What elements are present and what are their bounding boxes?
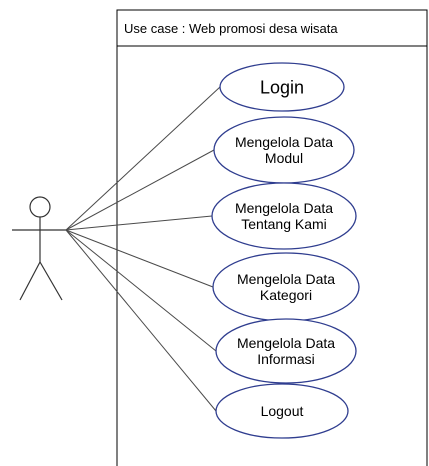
use-case-ellipse bbox=[215, 318, 357, 384]
use-case-label: Mengelola Data bbox=[235, 200, 333, 216]
association-line-login bbox=[65, 86, 221, 231]
actor bbox=[12, 196, 66, 301]
use-case-label: Informasi bbox=[257, 351, 315, 367]
association-line-logout bbox=[65, 229, 217, 412]
actor-left-leg bbox=[19, 261, 41, 301]
associations bbox=[65, 86, 221, 412]
system-boundary-title: Use case : Web promosi desa wisata bbox=[124, 21, 338, 36]
actor-right-leg bbox=[39, 261, 63, 301]
association-line-mengelola-data-tentang-kami bbox=[65, 215, 213, 231]
use-case-label: Mengelola Data bbox=[237, 335, 335, 351]
use-case-ellipse bbox=[211, 182, 357, 250]
use-case-label: Kategori bbox=[260, 287, 312, 303]
use-case-label: Mengelola Data bbox=[237, 271, 335, 287]
use-case-label: Logout bbox=[261, 403, 304, 419]
association-line-mengelola-data-informasi bbox=[65, 229, 217, 352]
use-case-label: Modul bbox=[265, 150, 303, 166]
use-case-login: Login bbox=[219, 62, 345, 112]
association-line-mengelola-data-modul bbox=[65, 149, 215, 231]
use-case-label: Tentang Kami bbox=[241, 216, 327, 232]
actor-head bbox=[29, 196, 51, 218]
use-case-label: Login bbox=[260, 77, 304, 97]
use-case-ellipse bbox=[219, 62, 345, 112]
use-case-logout: Logout bbox=[215, 383, 349, 439]
association-line-mengelola-data-kategori bbox=[65, 229, 214, 288]
system-boundary bbox=[116, 9, 428, 466]
use-case-ellipse bbox=[215, 383, 349, 439]
use-case-label: Mengelola Data bbox=[235, 134, 333, 150]
